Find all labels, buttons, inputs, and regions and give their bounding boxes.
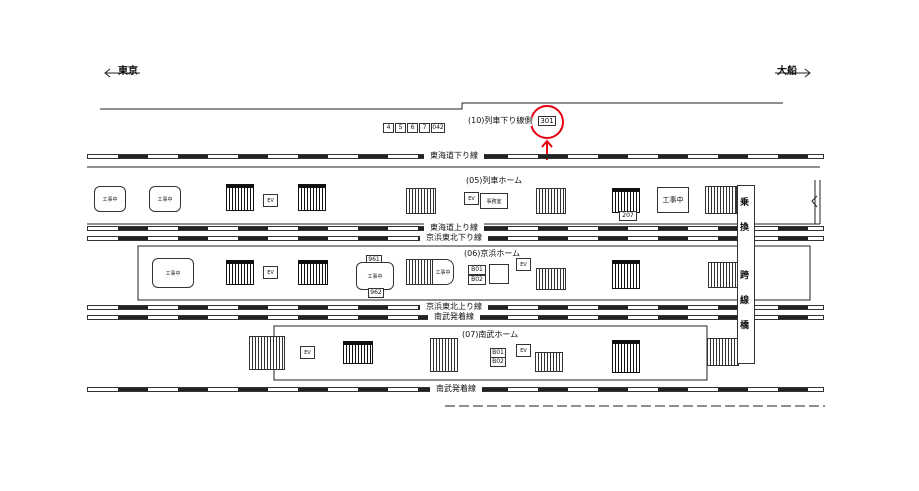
escalator-icon — [226, 260, 254, 285]
empty-square — [489, 264, 509, 284]
location-301[interactable]: 301 — [538, 116, 556, 126]
escalator-icon — [298, 184, 326, 211]
location-b01[interactable]: B01 — [468, 265, 486, 275]
track-label: 京浜東北上り線 — [420, 302, 488, 312]
stairs-icon — [705, 186, 737, 214]
bridge-char: 橋 — [740, 321, 750, 331]
elevator[interactable]: EV — [300, 346, 315, 359]
elevator[interactable]: EV — [263, 266, 278, 279]
location-b02[interactable]: B02 — [490, 357, 506, 367]
location-b02[interactable]: B02 — [468, 275, 486, 285]
elevator[interactable]: EV — [516, 258, 531, 271]
station-office: 事務室 — [480, 193, 508, 209]
stairs-icon — [430, 338, 458, 372]
stairs-icon — [536, 188, 566, 214]
stairs-icon — [535, 352, 563, 372]
stairs-icon — [249, 336, 285, 370]
location-962[interactable]: 962 — [368, 288, 384, 298]
elevator[interactable]: EV — [464, 192, 479, 205]
track-label: 東海道上り線 — [424, 223, 484, 233]
train-down-side-label: (10)列車下り線側 — [468, 116, 533, 126]
construction-area: 工事中 — [152, 258, 194, 288]
car-number: 4 — [383, 123, 394, 133]
construction-area: 工事中 — [356, 262, 394, 290]
car-number: 7 — [419, 123, 430, 133]
track-label: 東海道下り線 — [424, 151, 484, 161]
bridge-char: 跨 — [740, 271, 750, 281]
stairs-icon — [708, 262, 738, 288]
track-label: 南武発着線 — [428, 312, 480, 322]
stairs-icon — [406, 259, 434, 285]
transfer-bridge — [737, 185, 755, 364]
escalator-icon — [612, 340, 640, 373]
elevator[interactable]: EV — [263, 194, 278, 207]
elevator[interactable]: EV — [516, 344, 531, 357]
escalator-icon — [226, 184, 254, 211]
car-number: 042 — [431, 123, 445, 133]
escalator-icon — [298, 260, 328, 285]
bridge-char: 乗 — [740, 198, 750, 208]
platform-05-label: (05)列車ホーム — [466, 176, 523, 186]
track-label: 京浜東北下り線 — [420, 233, 488, 243]
direction-tokyo: 東京 — [118, 66, 138, 77]
bridge-char: 線 — [740, 296, 750, 306]
stairs-icon — [536, 268, 566, 290]
platform-07-label: (07)南武ホーム — [462, 330, 519, 340]
highlight-marker — [530, 105, 564, 160]
construction-area: 工事中 — [94, 186, 126, 212]
direction-ofuna: 大船 — [777, 66, 797, 77]
platform-06-label: (06)京浜ホーム — [464, 249, 521, 259]
construction-area: 工事中 — [657, 187, 689, 213]
construction-area: 工事中 — [149, 186, 181, 212]
escalator-icon — [612, 260, 640, 289]
construction-area: 工事中 — [432, 259, 454, 285]
track-label: 南武発着線 — [430, 384, 482, 394]
escalator-icon — [612, 188, 640, 213]
location-207[interactable]: 207 — [619, 211, 637, 221]
stairs-icon — [406, 188, 436, 214]
car-number: 5 — [395, 123, 406, 133]
bridge-char: 換 — [740, 223, 750, 233]
car-number: 6 — [407, 123, 418, 133]
stairs-icon — [707, 338, 739, 366]
escalator-icon — [343, 341, 373, 364]
